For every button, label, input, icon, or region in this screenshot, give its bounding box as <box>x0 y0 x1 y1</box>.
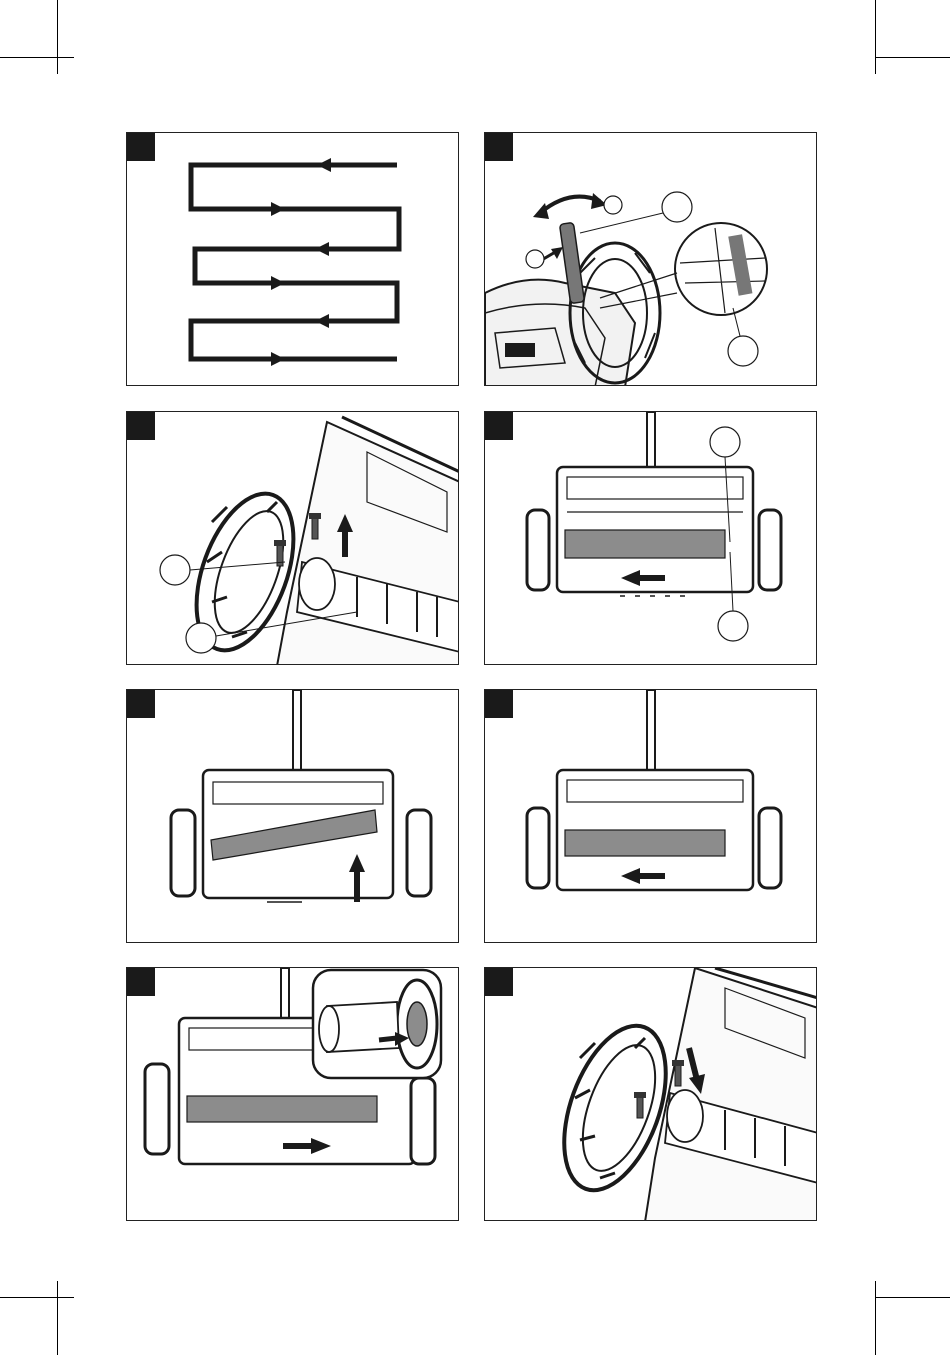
arrow-left-icon <box>315 242 329 256</box>
figure-2-panel <box>484 132 817 386</box>
crop-mark <box>875 0 876 74</box>
figure-4-panel <box>484 411 817 665</box>
side-view-illustration <box>485 968 817 1221</box>
figure-6-panel <box>484 689 817 943</box>
crop-mark <box>876 57 950 58</box>
crop-mark <box>876 1297 950 1298</box>
figure-5-panel <box>126 689 459 943</box>
top-view-illustration <box>127 690 459 943</box>
crop-mark <box>57 0 58 74</box>
mowing-pattern-diagram <box>127 133 459 386</box>
arrow-right-icon <box>271 202 285 216</box>
callout-marker <box>604 196 622 214</box>
top-view-illustration <box>485 690 817 943</box>
callout-marker <box>526 250 544 268</box>
figure-1-panel <box>126 132 459 386</box>
arrow-right-icon <box>271 276 285 290</box>
figure-7-panel <box>126 967 459 1221</box>
crop-mark <box>0 1297 74 1298</box>
height-adjustment-illustration <box>485 133 817 386</box>
crop-mark <box>57 1281 58 1355</box>
arrow-icon <box>533 203 549 219</box>
side-view-illustration <box>127 412 459 665</box>
top-view-illustration <box>485 412 817 665</box>
arrow-left-icon <box>317 158 331 172</box>
arrow-left-icon <box>315 314 329 328</box>
crop-mark <box>0 57 74 58</box>
callout-marker <box>728 308 758 366</box>
figure-3-panel <box>126 411 459 665</box>
figure-8-panel <box>484 967 817 1221</box>
top-view-illustration <box>127 968 459 1221</box>
arrow-right-icon <box>271 352 285 366</box>
crop-mark <box>875 1281 876 1355</box>
